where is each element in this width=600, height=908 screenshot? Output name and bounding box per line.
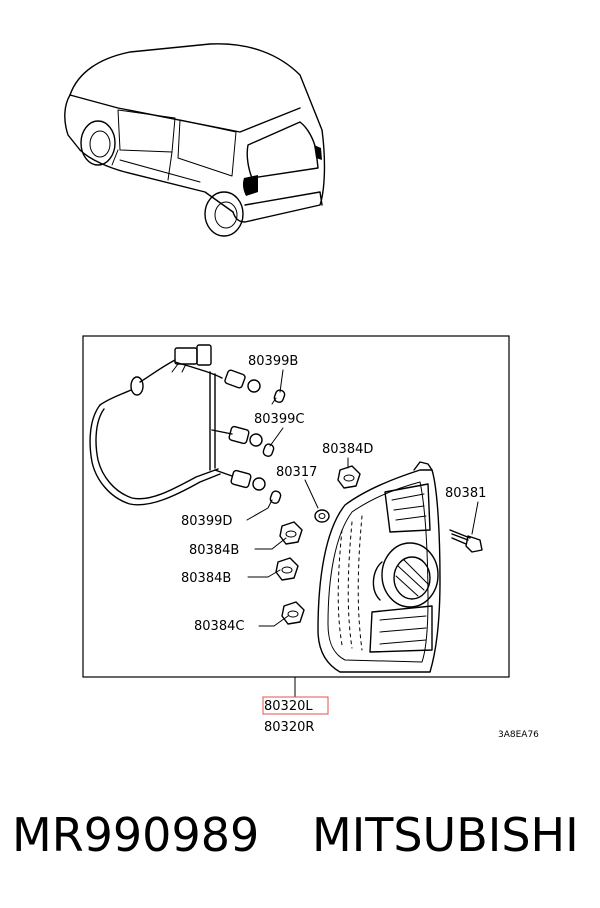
highlight-80320L (262, 696, 329, 715)
bulb-80399D (269, 490, 282, 504)
nut-80384B-2 (275, 557, 299, 581)
bulb-80399C (262, 443, 275, 457)
callout-80384D: 80384D (322, 442, 373, 457)
brand-name: MITSUBISHI (312, 808, 579, 862)
callout-80317: 80317 (276, 465, 317, 480)
bulb-socket-3 (230, 469, 266, 491)
callout-80399B: 80399B (248, 354, 298, 369)
bulb-socket-2 (228, 425, 263, 447)
callout-80381: 80381 (445, 486, 486, 501)
callout-80384B-2: 80384B (181, 571, 231, 586)
callout-80320L: 80320L (264, 699, 313, 714)
washer-80317 (314, 509, 330, 523)
part-number: MR990989 (12, 808, 260, 862)
parts-diagram: 80399B 80399C 80384D 80317 80381 80399D … (64, 43, 539, 740)
car-illustration (64, 43, 326, 237)
callout-80384C: 80384C (194, 619, 244, 634)
tail-lamp-assembly (317, 461, 441, 673)
nut-80384C (281, 601, 305, 625)
callout-80399C: 80399C (254, 412, 304, 427)
callout-80320R: 80320R (264, 720, 314, 735)
diagram-code: 3A8EA76 (498, 730, 539, 740)
bulb-socket-1 (224, 369, 261, 393)
assembly-frame (82, 335, 510, 678)
nut-80384B-1 (279, 521, 303, 545)
callout-80384B-1: 80384B (189, 543, 239, 558)
nut-80384D (337, 465, 361, 489)
footer: MR990989 MITSUBISHI (0, 800, 600, 880)
screw-80381 (449, 529, 483, 553)
callout-80399D: 80399D (181, 514, 232, 529)
wiring-harness (89, 344, 266, 506)
bulb-80399B (271, 389, 286, 405)
leader-lines (246, 369, 479, 698)
